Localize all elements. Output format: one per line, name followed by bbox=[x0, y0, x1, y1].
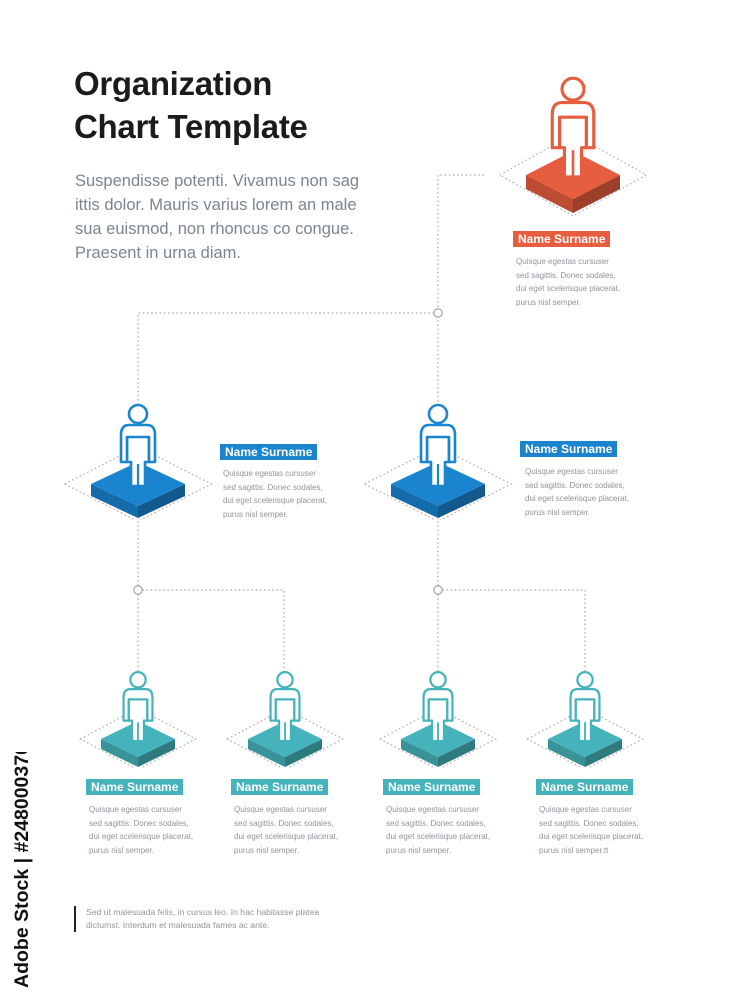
platform-side-right bbox=[438, 484, 485, 518]
connector-left-team bbox=[137, 517, 285, 694]
node-description: Quisque egestas cursuser sed sagittis. D… bbox=[539, 805, 644, 855]
platform-side-right bbox=[138, 739, 175, 767]
intro-line-3: sua euismod, non rhoncus co congue. bbox=[75, 220, 354, 238]
title-line-2: Chart Template bbox=[74, 108, 308, 145]
footer-note: Sed ut malesuada felis, in cursus leo. I… bbox=[74, 906, 319, 932]
junction-dot-top bbox=[433, 308, 443, 318]
person-icon bbox=[363, 403, 513, 520]
person-icon bbox=[78, 671, 198, 768]
stock-watermark: Adobe Stock | #248000370 bbox=[11, 752, 33, 988]
intro-line-2: ittis dolor. Mauris varius lorem an male bbox=[75, 196, 357, 214]
node-description: Quisque egestas cursuser sed sagittis. D… bbox=[223, 469, 328, 519]
junction-dot-right bbox=[433, 585, 443, 595]
outline-diamond bbox=[378, 707, 498, 768]
name-badge: Name Surname bbox=[220, 444, 318, 460]
footer-line-1: Sed ut malesuada felis, in cursus leo. I… bbox=[86, 907, 320, 917]
outline-diamond bbox=[63, 445, 213, 520]
node-description: Quisque egestas cursuser sed sagittis. D… bbox=[516, 257, 621, 307]
junction-dot-left bbox=[133, 585, 143, 595]
platform-side-left bbox=[91, 484, 138, 518]
person-icon bbox=[63, 403, 213, 520]
watermark-text: Adobe Stock | #248000370 bbox=[11, 752, 33, 988]
platform-side-right bbox=[573, 175, 620, 213]
platform-side-left bbox=[391, 484, 438, 518]
person-figure bbox=[550, 76, 596, 179]
intro-line-1: Suspendisse potenti. Vivamus non sag bbox=[75, 172, 360, 190]
person-figure bbox=[569, 671, 601, 743]
person-figure bbox=[269, 671, 301, 743]
footer-line-2: dictumst. Interdum et malesuada fames ac… bbox=[86, 920, 270, 930]
person-figure bbox=[419, 403, 457, 488]
node-description: Quisque egestas cursuser sed sagittis. D… bbox=[89, 805, 194, 855]
outline-diamond bbox=[225, 707, 345, 768]
person-figure bbox=[422, 671, 454, 743]
platform-side-right bbox=[285, 739, 322, 767]
platform-side-right bbox=[585, 739, 622, 767]
name-badge: Name Surname bbox=[86, 779, 184, 795]
person-icon bbox=[378, 671, 498, 768]
title-line-1: Organization bbox=[74, 65, 273, 102]
person-icon bbox=[498, 76, 648, 217]
platform-side-left bbox=[526, 175, 573, 213]
outline-diamond bbox=[78, 707, 198, 768]
page-title: Organization Chart Template bbox=[74, 62, 308, 148]
outline-diamond bbox=[498, 133, 648, 217]
name-badge: Name Surname bbox=[520, 441, 618, 457]
name-badge: Name Surname bbox=[231, 779, 329, 795]
outline-diamond bbox=[525, 707, 645, 768]
platform-side-right bbox=[438, 739, 475, 767]
outline-diamond bbox=[363, 445, 513, 520]
platform-side-left bbox=[401, 739, 438, 767]
node-description: Quisque egestas cursuser sed sagittis. D… bbox=[525, 467, 630, 517]
person-icon bbox=[225, 671, 345, 768]
name-badge: Name Surname bbox=[383, 779, 481, 795]
platform-side-left bbox=[101, 739, 138, 767]
node-description: Quisque egestas cursuser sed sagittis. D… bbox=[234, 805, 339, 855]
platform-side-left bbox=[248, 739, 285, 767]
platform-side-right bbox=[138, 484, 185, 518]
connector-right-team bbox=[437, 517, 586, 694]
person-figure bbox=[119, 403, 157, 488]
intro-paragraph: Suspendisse potenti. Vivamus non sag itt… bbox=[75, 169, 375, 265]
intro-line-4: Praesent in urna diam. bbox=[75, 244, 242, 262]
node-description: Quisque egestas cursuser sed sagittis. D… bbox=[386, 805, 491, 855]
platform-side-left bbox=[548, 739, 585, 767]
name-badge: Name Surname bbox=[536, 779, 634, 795]
person-icon bbox=[525, 671, 645, 768]
person-figure bbox=[122, 671, 154, 743]
name-badge: Name Surname bbox=[513, 231, 611, 247]
